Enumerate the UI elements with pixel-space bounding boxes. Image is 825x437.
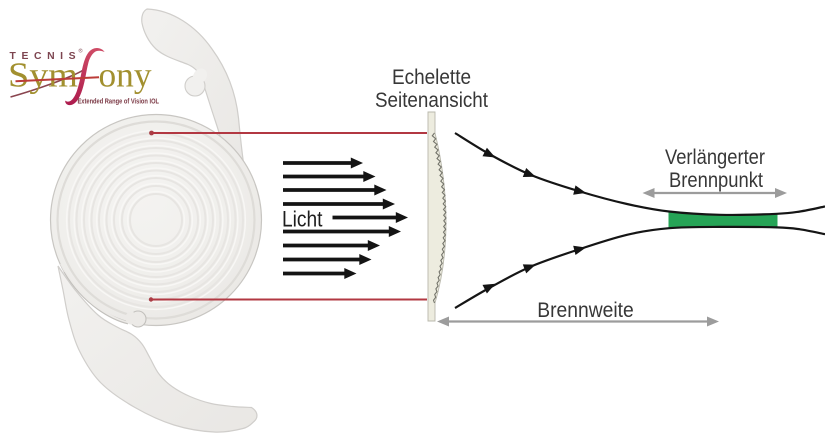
svg-text:Brennpunkt: Brennpunkt bbox=[669, 168, 763, 192]
svg-text:Brennweite: Brennweite bbox=[537, 298, 634, 322]
svg-text:Licht: Licht bbox=[282, 207, 323, 232]
svg-text:Seitenansicht: Seitenansicht bbox=[375, 88, 488, 112]
svg-text:TECNIS: TECNIS bbox=[10, 51, 82, 62]
svg-text:Extended Range of Vision IOL: Extended Range of Vision IOL bbox=[78, 97, 160, 106]
svg-text:®: ® bbox=[79, 48, 83, 55]
svg-text:Echelette: Echelette bbox=[392, 65, 471, 89]
svg-text:Sym: Sym bbox=[8, 56, 78, 95]
svg-text:ony: ony bbox=[99, 56, 153, 95]
svg-text:Verlängerter: Verlängerter bbox=[665, 145, 765, 169]
